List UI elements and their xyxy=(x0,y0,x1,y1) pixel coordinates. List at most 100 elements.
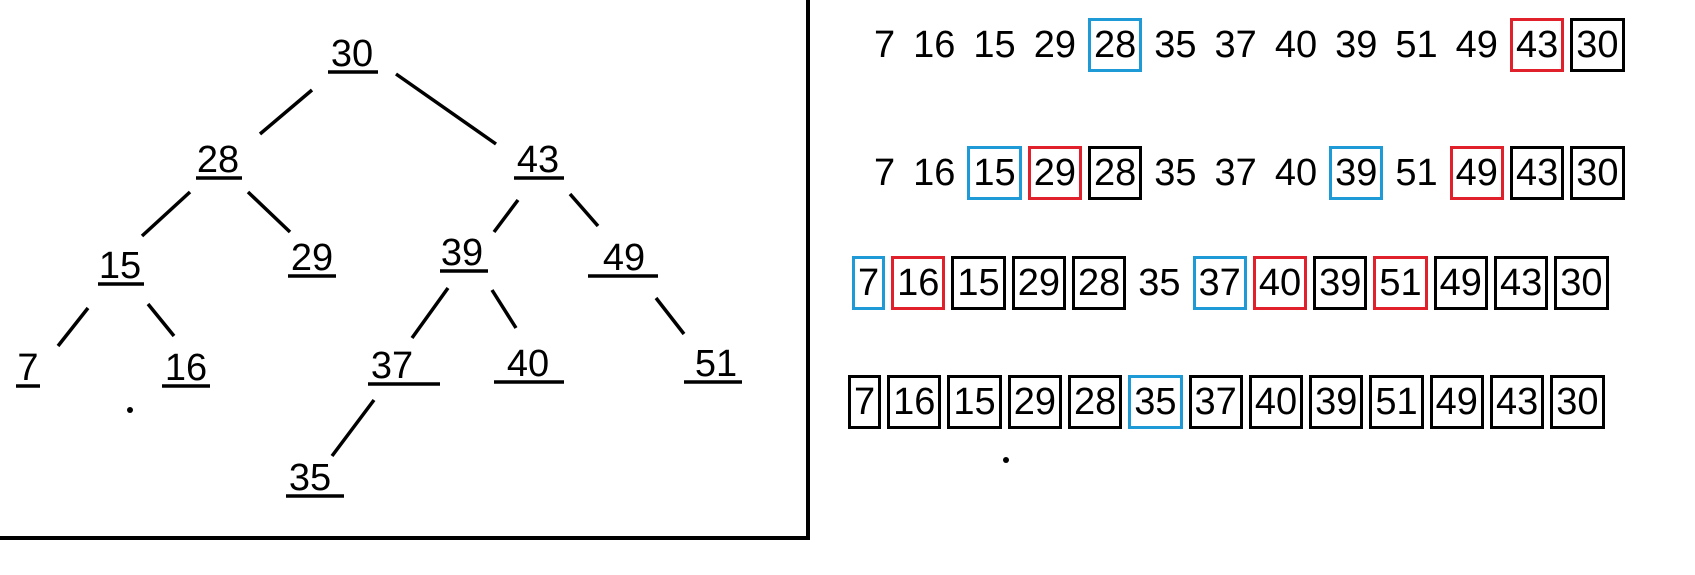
sequence-cell-29: 29 xyxy=(1033,24,1076,66)
sequence-cell-51-black-box: 51 xyxy=(1369,375,1424,429)
sequence-cell-30-black-box: 30 xyxy=(1570,146,1625,200)
tree-edge-15-16 xyxy=(146,302,176,338)
sequence-cell-35: 35 xyxy=(1138,262,1181,304)
sequence-cell-35: 35 xyxy=(1154,152,1197,194)
sequence-cell-15-black-box: 15 xyxy=(951,256,1006,310)
tree-edge-43-39 xyxy=(492,198,520,234)
sequence-cell-29-black-box: 29 xyxy=(1011,256,1066,310)
tree-node-51: 51 xyxy=(684,343,742,385)
tree-node-label: 16 xyxy=(165,347,207,389)
tree-node-43: 43 xyxy=(514,139,564,181)
sequence-cell-30-black-box: 30 xyxy=(1554,256,1609,310)
tree-edge-28-29 xyxy=(246,190,292,234)
tree-node-35: 35 xyxy=(286,457,344,499)
sequence-cell-39: 39 xyxy=(1335,24,1378,66)
tree-node-label: 35 xyxy=(289,457,331,499)
tree-node-49: 49 xyxy=(588,237,658,279)
sequence-cell-49-black-box: 49 xyxy=(1429,375,1484,429)
tree-edge-49-51 xyxy=(654,296,686,336)
tree-node-15: 15 xyxy=(98,245,144,287)
tree-node-label: 51 xyxy=(695,343,737,385)
sequence-cell-39-blue-box: 39 xyxy=(1329,146,1384,200)
sequence-cell-7: 7 xyxy=(874,152,896,194)
binary-tree-panel: 30 28 43 15 29 39 49 7 16 37 40 51 35 xyxy=(0,0,810,575)
tree-node-label: 43 xyxy=(517,139,559,181)
sequence-cell-28-blue-box: 28 xyxy=(1087,18,1143,72)
tree-node-29: 29 xyxy=(288,237,336,279)
stray-dot xyxy=(127,407,133,413)
tree-node-label: 39 xyxy=(441,232,483,274)
tree-node-label: 15 xyxy=(99,245,141,287)
sequence-cell-40: 40 xyxy=(1274,152,1318,194)
sequence-cell-15-blue-box: 15 xyxy=(967,146,1022,200)
tree-node-39: 39 xyxy=(440,232,488,274)
sequence-cell-16: 16 xyxy=(913,152,956,194)
sequence-cell-51-red-box: 51 xyxy=(1373,256,1428,310)
tree-edge-39-40 xyxy=(490,289,518,329)
sequence-cell-49-black-box: 49 xyxy=(1433,256,1488,310)
sequence-cell-43-black-box: 43 xyxy=(1509,146,1565,200)
tree-edges xyxy=(56,72,686,458)
sequence-cell-49: 49 xyxy=(1455,24,1498,66)
sequence-cell-15-black-box: 15 xyxy=(947,375,1002,429)
sequence-cell-16-black-box: 16 xyxy=(887,375,942,429)
sequence-cell-37-blue-box: 37 xyxy=(1192,256,1247,310)
sequence-cell-51: 51 xyxy=(1395,152,1438,194)
sequence-cell-43-red-box: 43 xyxy=(1509,18,1565,72)
sequence-cell-28-black-box: 28 xyxy=(1067,375,1123,429)
sequence-cell-15: 15 xyxy=(973,24,1016,66)
sequence-cell-35: 35 xyxy=(1154,24,1197,66)
sequence-cell-16: 16 xyxy=(913,24,956,66)
sequence-cell-39-black-box: 39 xyxy=(1309,375,1364,429)
sequence-cell-30-black-box: 30 xyxy=(1570,18,1625,72)
tree-node-label: 28 xyxy=(197,139,239,181)
tree-node-label: 30 xyxy=(331,33,373,75)
tree-node-16: 16 xyxy=(162,347,210,389)
sequence-cell-29-black-box: 29 xyxy=(1007,375,1062,429)
tree-node-40: 40 xyxy=(494,343,564,385)
sequence-cell-28-black-box: 28 xyxy=(1087,146,1143,200)
tree-nodes: 30 28 43 15 29 39 49 7 16 37 40 51 35 xyxy=(16,33,742,499)
sequence-cell-35-blue-box: 35 xyxy=(1128,375,1183,429)
tree-edge-37-35 xyxy=(330,398,376,458)
binary-tree-diagram: 30 28 43 15 29 39 49 7 16 37 40 51 35 xyxy=(0,0,810,540)
tree-node-label: 7 xyxy=(17,347,38,389)
tree-node-label: 37 xyxy=(371,345,413,387)
sequence-cell-30-black-box: 30 xyxy=(1550,375,1605,429)
sequence-cell-51: 51 xyxy=(1395,24,1438,66)
tree-edge-15-7 xyxy=(56,306,90,348)
tree-node-28: 28 xyxy=(196,139,242,181)
tree-edge-43-49 xyxy=(568,192,600,228)
sequence-cell-37: 37 xyxy=(1214,152,1257,194)
tree-edge-30-43 xyxy=(394,72,498,146)
sequence-cell-40-red-box: 40 xyxy=(1252,256,1308,310)
sequence-cell-7-blue-box: 7 xyxy=(852,256,886,310)
tree-node-30: 30 xyxy=(328,33,378,75)
sequence-cell-7-black-box: 7 xyxy=(848,375,882,429)
sequence-cell-37: 37 xyxy=(1214,24,1257,66)
sequence-cell-16-red-box: 16 xyxy=(891,256,946,310)
tree-node-label: 40 xyxy=(507,343,549,385)
sequence-cell-28-black-box: 28 xyxy=(1071,256,1127,310)
sequence-cell-43-black-box: 43 xyxy=(1489,375,1545,429)
stray-dot xyxy=(1003,457,1009,463)
tree-node-label: 29 xyxy=(291,237,333,279)
sequence-cell-40: 40 xyxy=(1274,24,1318,66)
sequence-cell-43-black-box: 43 xyxy=(1493,256,1549,310)
tree-frame xyxy=(0,0,810,540)
tree-node-label: 49 xyxy=(603,237,645,279)
sequence-cell-39-black-box: 39 xyxy=(1313,256,1368,310)
tree-node-7: 7 xyxy=(16,347,40,389)
tree-node-37: 37 xyxy=(368,345,440,387)
tree-edge-30-28 xyxy=(258,88,314,136)
sequence-cell-49-red-box: 49 xyxy=(1449,146,1504,200)
sequence-cell-29-red-box: 29 xyxy=(1027,146,1082,200)
sequence-cell-40-black-box: 40 xyxy=(1248,375,1304,429)
tree-edge-39-37 xyxy=(410,286,450,340)
tree-edge-28-15 xyxy=(140,190,192,238)
